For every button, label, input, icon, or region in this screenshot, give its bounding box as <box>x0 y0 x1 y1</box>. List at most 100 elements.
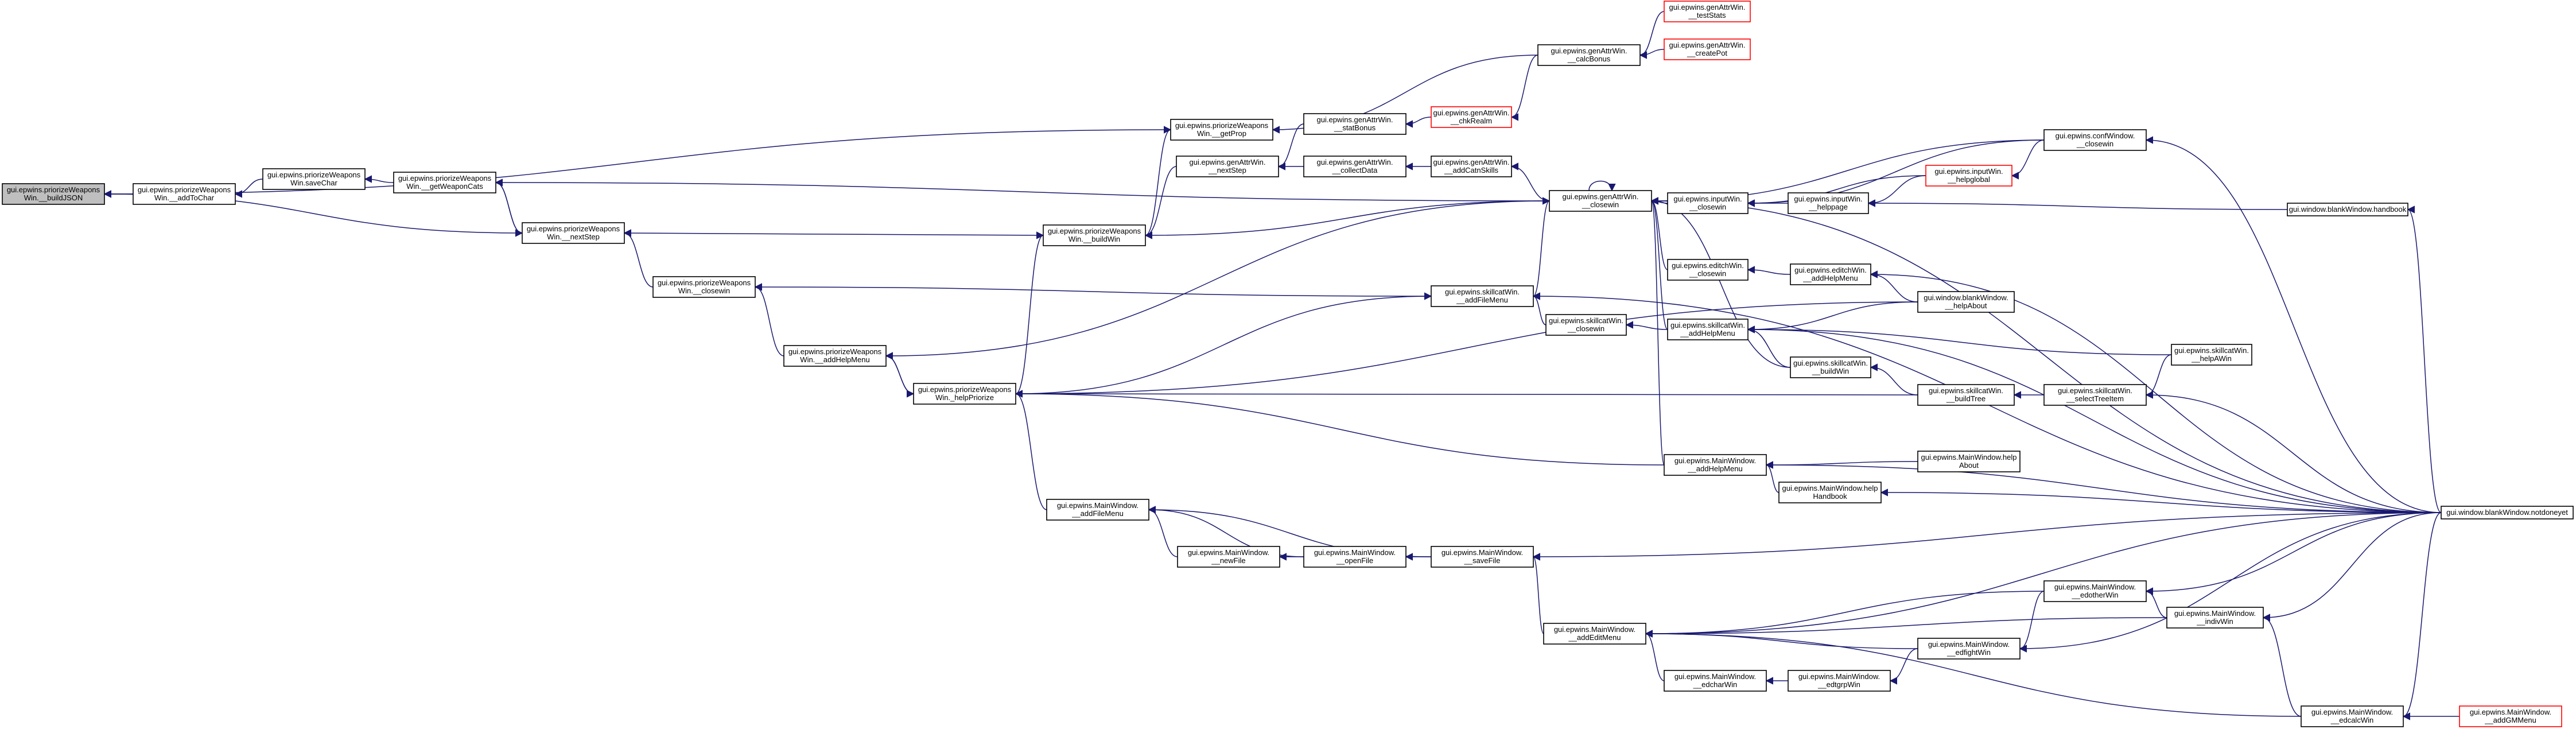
graph-node[interactable]: gui.epwins.skillcatWin.__buildWin <box>1790 356 1871 378</box>
graph-node[interactable]: gui.window.blankWindow.__helpAbout <box>1917 291 2015 313</box>
node-box[interactable] <box>1790 263 1871 285</box>
node-box[interactable] <box>1431 546 1534 568</box>
node-box[interactable] <box>1043 224 1146 246</box>
graph-node[interactable]: gui.epwins.skillcatWin.__buildTree <box>1917 384 2015 406</box>
graph-node[interactable]: gui.epwins.skillcatWin.__closewin <box>1545 314 1627 336</box>
graph-node[interactable]: gui.window.blankWindow.notdoneyet <box>2441 506 2574 519</box>
node-box[interactable] <box>1664 454 1767 476</box>
node-box[interactable] <box>1917 638 2021 660</box>
graph-node[interactable]: gui.epwins.MainWindow.__saveFile <box>1431 546 1534 568</box>
node-box[interactable] <box>1778 482 1882 503</box>
graph-node[interactable]: gui.epwins.inputWin.__closewin <box>1667 192 1749 214</box>
graph-node[interactable]: gui.epwins.genAttrWin.__calcBonus <box>1537 44 1641 66</box>
node-box[interactable] <box>1303 546 1406 568</box>
graph-node[interactable]: gui.epwins.MainWindow.__newFile <box>1177 546 1280 568</box>
graph-node[interactable]: gui.epwins.genAttrWin.__testStats <box>1664 1 1751 22</box>
graph-node[interactable]: gui.epwins.priorizeWeaponsWin.__getWeapo… <box>393 172 496 193</box>
node-box[interactable] <box>783 345 887 367</box>
graph-node[interactable]: gui.epwins.editchWin.__addHelpMenu <box>1790 263 1871 285</box>
node-box[interactable] <box>652 276 756 298</box>
graph-node[interactable]: gui.epwins.priorizeWeaponsWin.__buildJSO… <box>2 183 105 205</box>
graph-node[interactable]: gui.epwins.genAttrWin.__chkRealm <box>1431 106 1512 128</box>
node-box[interactable] <box>1788 670 1891 692</box>
graph-node[interactable]: gui.epwins.MainWindow.__edotherWin <box>2043 580 2147 602</box>
node-box[interactable] <box>1176 156 1279 177</box>
node-box[interactable] <box>1917 384 2015 406</box>
node-box[interactable] <box>2171 344 2252 366</box>
node-box[interactable] <box>1917 291 2015 313</box>
graph-node[interactable]: gui.epwins.MainWindow.__addHelpMenu <box>1664 454 1767 476</box>
graph-node[interactable]: gui.epwins.MainWindow.__edcharWin <box>1664 670 1767 692</box>
node-box[interactable] <box>1431 106 1512 128</box>
graph-node[interactable]: gui.epwins.genAttrWin.__createPot <box>1664 38 1751 60</box>
graph-node[interactable]: gui.epwins.MainWindow.__addEditMenu <box>1543 623 1646 645</box>
node-box[interactable] <box>913 383 1016 405</box>
node-box[interactable] <box>393 172 496 193</box>
node-box[interactable] <box>1664 1 1751 22</box>
node-box[interactable] <box>2166 607 2264 629</box>
node-box[interactable] <box>1046 499 1149 521</box>
graph-node[interactable]: gui.epwins.MainWindow.__openFile <box>1303 546 1406 568</box>
graph-node[interactable]: gui.epwins.priorizeWeaponsWin.__addHelpM… <box>783 345 887 367</box>
node-box[interactable] <box>1664 38 1751 60</box>
node-box[interactable] <box>1537 44 1641 66</box>
node-box[interactable] <box>1431 156 1512 177</box>
node-box[interactable] <box>2301 705 2404 727</box>
graph-node[interactable]: gui.epwins.MainWindow.__indivWin <box>2166 607 2264 629</box>
graph-node[interactable]: gui.epwins.priorizeWeaponsWin._helpPrior… <box>913 383 1016 405</box>
node-box[interactable] <box>1431 285 1534 307</box>
graph-node[interactable]: gui.epwins.skillcatWin.__addFileMenu <box>1431 285 1534 307</box>
node-box[interactable] <box>522 222 625 244</box>
node-box[interactable] <box>2043 129 2147 151</box>
node-box[interactable] <box>2441 506 2574 519</box>
node-box[interactable] <box>1667 192 1749 214</box>
node-box[interactable] <box>1664 670 1767 692</box>
node-box[interactable] <box>2043 384 2147 406</box>
graph-node[interactable]: gui.epwins.confWindow.__closewin <box>2043 129 2147 151</box>
graph-node[interactable]: gui.epwins.genAttrWin.__nextStep <box>1176 156 1279 177</box>
graph-node[interactable]: gui.epwins.MainWindow.__addFileMenu <box>1046 499 1149 521</box>
node-box[interactable] <box>133 183 236 205</box>
node-box[interactable] <box>2043 580 2147 602</box>
graph-node[interactable]: gui.epwins.skillcatWin.__addHelpMenu <box>1667 319 1749 340</box>
graph-node[interactable]: gui.epwins.editchWin.__closewin <box>1667 259 1749 281</box>
node-box[interactable] <box>1917 451 2021 472</box>
graph-node[interactable]: gui.epwins.inputWin.__helppage <box>1788 192 1869 214</box>
node-box[interactable] <box>2459 705 2562 727</box>
node-box[interactable] <box>1170 119 1273 141</box>
graph-node[interactable]: gui.epwins.genAttrWin.__statBonus <box>1303 113 1406 135</box>
graph-node[interactable]: gui.epwins.MainWindow.__edtgrpWin <box>1788 670 1891 692</box>
graph-node[interactable]: gui.epwins.inputWin.__helpglobal <box>1925 165 2012 187</box>
graph-node[interactable]: gui.window.blankWindow.handbook <box>2287 203 2408 216</box>
graph-node[interactable]: gui.epwins.MainWindow.helpAbout <box>1917 451 2021 472</box>
node-box[interactable] <box>1667 319 1749 340</box>
graph-node[interactable]: gui.epwins.MainWindow.__edfightWin <box>1917 638 2021 660</box>
graph-node[interactable]: gui.epwins.skillcatWin.__helpAWin <box>2171 344 2252 366</box>
node-box[interactable] <box>1549 190 1652 212</box>
node-box[interactable] <box>1545 314 1627 336</box>
graph-node[interactable]: gui.epwins.priorizeWeaponsWin.__addToCha… <box>133 183 236 205</box>
node-box[interactable] <box>1667 259 1749 281</box>
node-box[interactable] <box>1303 113 1406 135</box>
node-box[interactable] <box>1177 546 1280 568</box>
node-box[interactable] <box>1790 356 1871 378</box>
graph-node[interactable]: gui.epwins.genAttrWin.__addCatnSkills <box>1431 156 1512 177</box>
node-box[interactable] <box>2 183 105 205</box>
graph-node[interactable]: gui.epwins.MainWindow.__addGMMenu <box>2459 705 2562 727</box>
node-box[interactable] <box>1925 165 2012 187</box>
graph-node[interactable]: gui.epwins.skillcatWin.__selectTreeItem <box>2043 384 2147 406</box>
graph-node[interactable]: gui.epwins.MainWindow.__edcalcWin <box>2301 705 2404 727</box>
node-box[interactable] <box>1543 623 1646 645</box>
node-box[interactable] <box>262 168 366 190</box>
graph-node[interactable]: gui.epwins.genAttrWin.__closewin <box>1549 190 1652 212</box>
graph-node[interactable]: gui.epwins.genAttrWin.__collectData <box>1303 156 1406 177</box>
node-box[interactable] <box>1788 192 1869 214</box>
node-box[interactable] <box>1303 156 1406 177</box>
node-box[interactable] <box>2287 203 2408 216</box>
